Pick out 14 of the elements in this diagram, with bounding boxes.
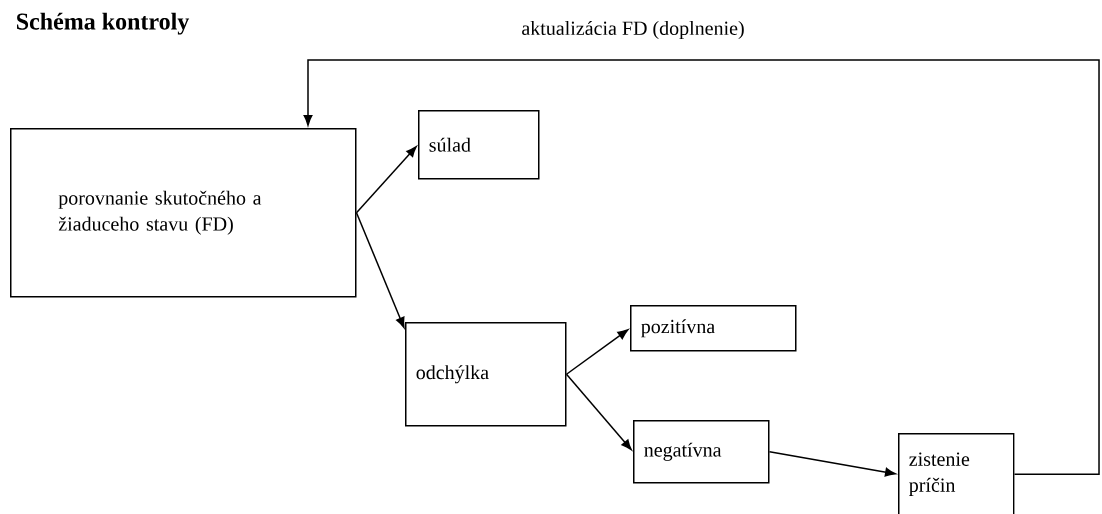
process-box: pozitívna: [630, 305, 797, 352]
process-box: negatívna: [633, 420, 770, 484]
arrow: [355, 212, 405, 328]
process-box: odchýlka: [405, 322, 567, 427]
arrow: [565, 329, 629, 375]
process-box: porovnanie skutočného a žiaduceho stavu (FD): [10, 128, 357, 298]
edge-label: aktualizácia FD (doplnenie): [519, 18, 747, 42]
arrow: [355, 146, 417, 214]
process-box: súlad: [418, 110, 540, 180]
arrow: [303, 59, 1100, 475]
title: Schéma kontroly: [17, 12, 190, 35]
arrow: [565, 373, 632, 451]
process-box: zistenie príčin: [898, 433, 1015, 514]
arrow: [768, 451, 896, 477]
